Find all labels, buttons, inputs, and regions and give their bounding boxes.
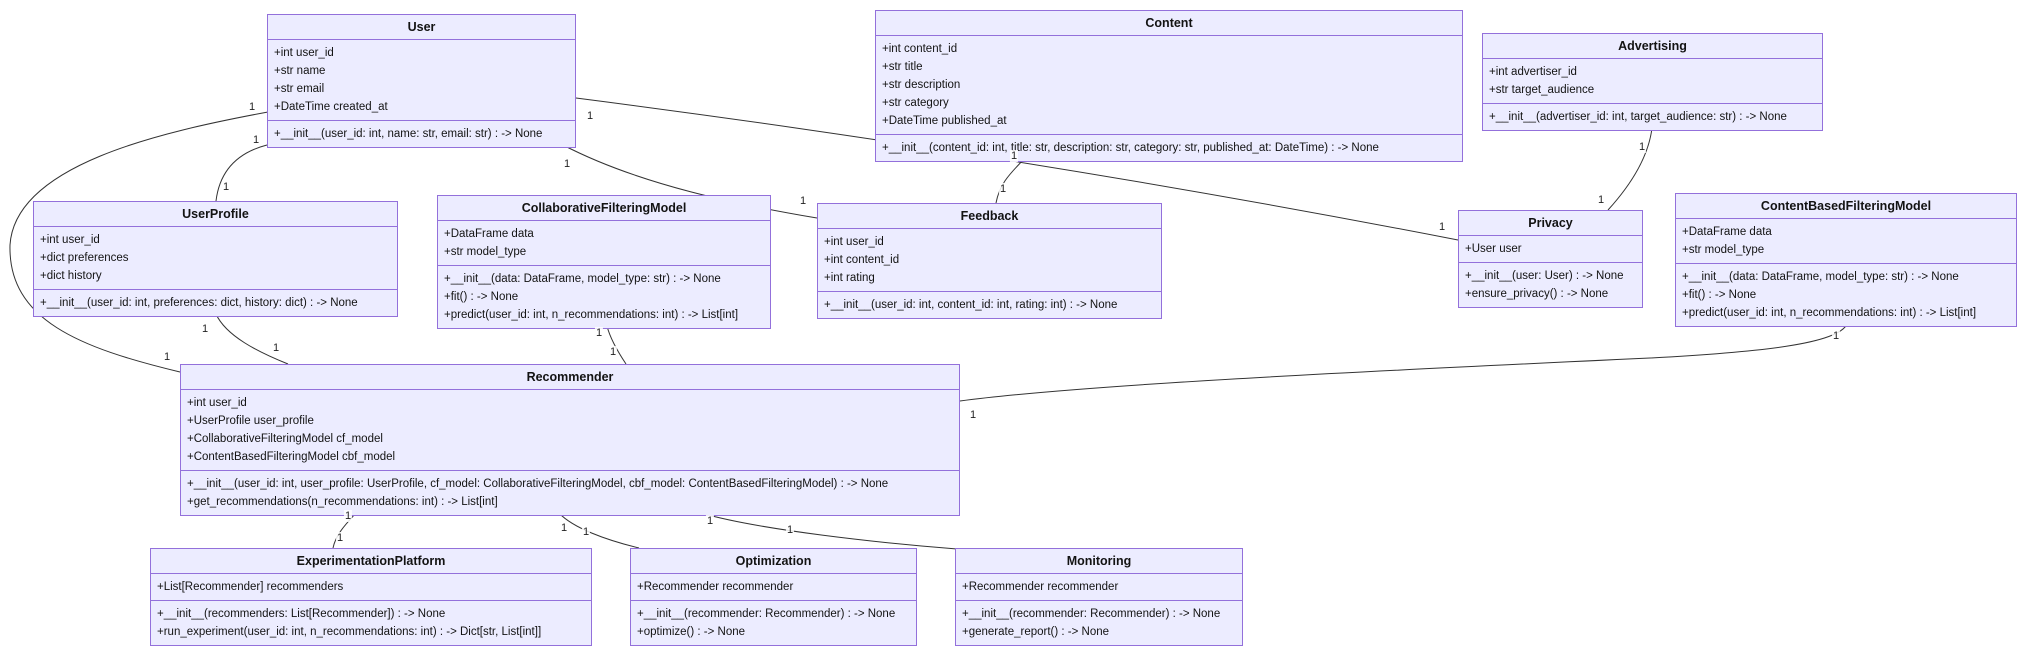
relationship-line-Advertising-Privacy — [1607, 127, 1653, 211]
relationship-line-Recommender-Optimization — [558, 512, 640, 549]
multiplicity-label: 1 — [585, 110, 595, 122]
multiplicity-label: 1 — [271, 342, 281, 354]
multiplicity-label: 1 — [1637, 141, 1647, 153]
multiplicity-label: 1 — [798, 195, 808, 207]
relationship-line-User-Recommender — [9, 111, 269, 373]
multiplicity-label: 1 — [335, 532, 345, 544]
multiplicity-label: 1 — [562, 158, 572, 170]
multiplicity-label: 1 — [343, 510, 353, 522]
relationship-line-User-Feedback — [562, 144, 818, 219]
multiplicity-label: 1 — [1437, 221, 1447, 233]
multiplicity-label: 1 — [998, 183, 1008, 195]
multiplicity-label: 1 — [1596, 194, 1606, 206]
relationship-line-UserProfile-Recommender — [215, 313, 289, 365]
multiplicity-label: 1 — [581, 526, 591, 538]
multiplicity-label: 1 — [594, 327, 604, 339]
multiplicity-label: 1 — [968, 409, 978, 421]
multiplicity-label: 1 — [251, 134, 261, 146]
multiplicity-label: 1 — [247, 101, 257, 113]
multiplicity-label: 1 — [785, 524, 795, 536]
relationship-line-User-UserProfile — [215, 144, 268, 202]
relationship-line-User-Privacy — [575, 97, 1459, 241]
multiplicity-label: 1 — [1831, 330, 1841, 342]
multiplicity-label: 1 — [1009, 150, 1019, 162]
multiplicity-label: 1 — [608, 346, 618, 358]
multiplicity-label: 1 — [200, 323, 210, 335]
multiplicity-label: 1 — [559, 522, 569, 534]
relationship-line-Content-Feedback — [995, 158, 1025, 204]
multiplicity-label: 1 — [221, 181, 231, 193]
relationship-line-ContentBasedFilteringModel-Recommender — [959, 323, 1848, 402]
relationship-line-Recommender-Monitoring — [700, 512, 958, 550]
multiplicity-label: 1 — [705, 515, 715, 527]
relationship-line-CollaborativeFilteringModel-Recommender — [606, 325, 627, 365]
multiplicity-label: 1 — [162, 351, 172, 363]
